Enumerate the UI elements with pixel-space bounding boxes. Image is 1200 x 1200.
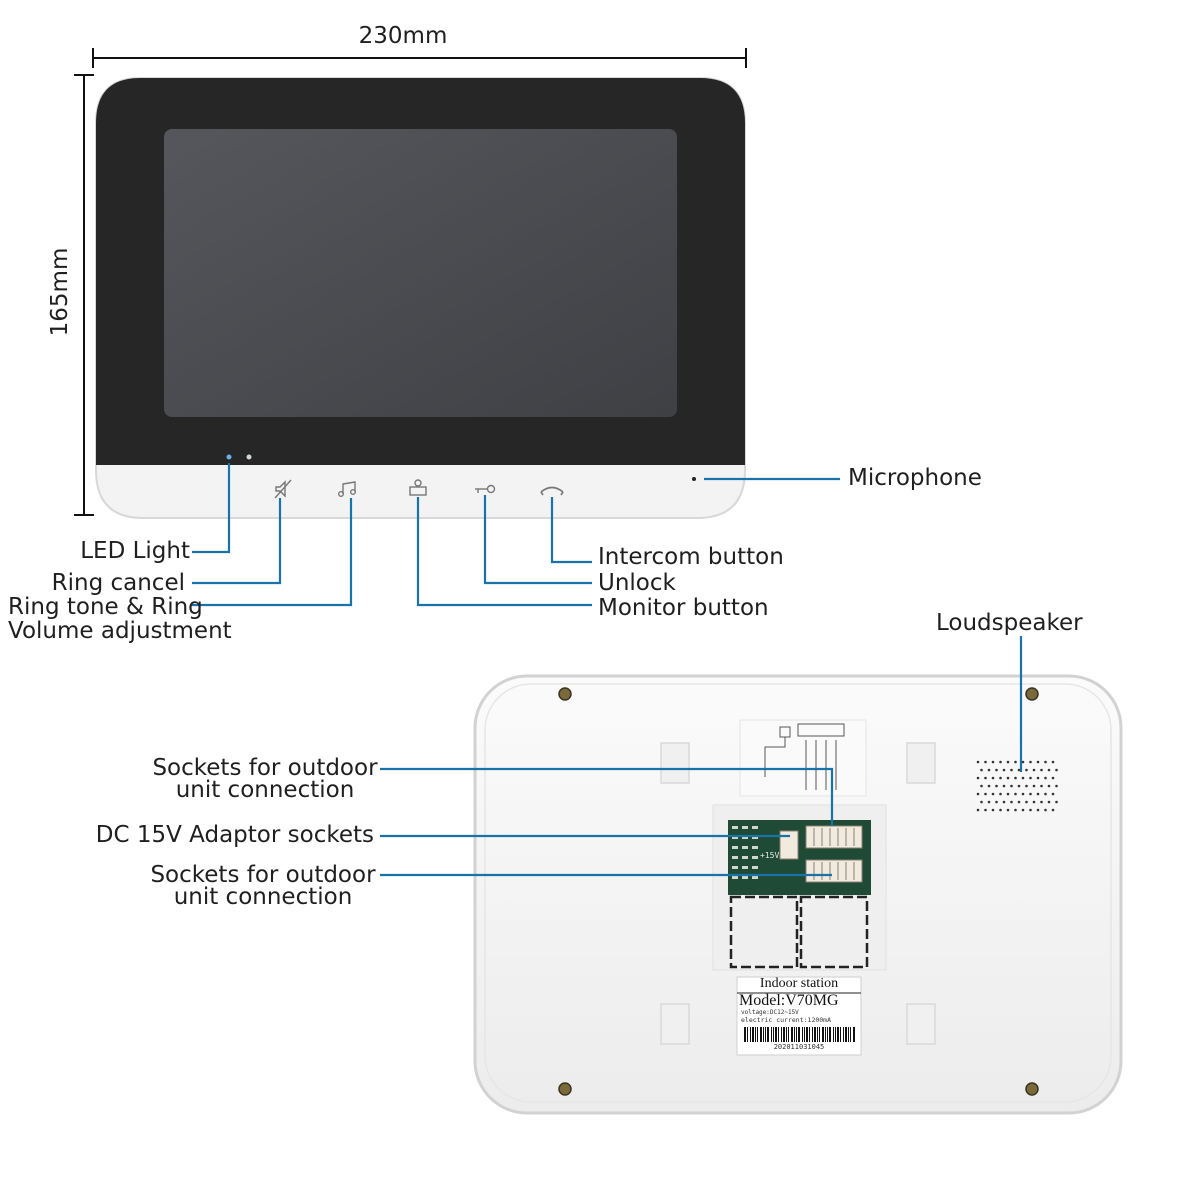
front-callout-lines <box>192 463 840 607</box>
monitor-icon <box>409 479 427 496</box>
back-callout-lines <box>380 636 1023 877</box>
ring-tone-label-line1: Ring tone & Ring <box>8 594 203 620</box>
ring-cancel-icon <box>274 479 292 499</box>
wiring-sticker <box>739 719 867 797</box>
ring-tone-icon <box>338 481 357 498</box>
monitor-button-label: Monitor button <box>598 595 769 621</box>
sticker-voltage: voltage:DC12~15V <box>741 1009 799 1016</box>
sticker-current: electric current:1200mA <box>741 1016 832 1024</box>
outdoor-socket-1-callout <box>380 767 834 826</box>
second-led-dot <box>246 454 252 460</box>
monitor-callout <box>416 497 592 607</box>
ring-cancel-label: Ring cancel <box>51 570 185 596</box>
microphone-label: Microphone <box>848 465 982 491</box>
dc-adaptor-label: DC 15V Adaptor sockets <box>95 822 374 848</box>
ring-tone-callout <box>192 498 353 607</box>
ring-tone-label-line2: Volume adjustment <box>8 618 232 644</box>
led-light-label: LED Light <box>80 538 190 564</box>
intercom-handset-icon <box>540 486 564 496</box>
back-unit <box>473 674 1123 1115</box>
connector-sockets <box>779 825 863 883</box>
sticker-model: Model:V70MG <box>739 992 839 1009</box>
sticker-title: Indoor station <box>759 976 839 991</box>
outdoor-socket-1-label-line2: unit connection <box>175 777 355 803</box>
height-label: 165mm <box>47 247 73 337</box>
front-monitor <box>95 77 746 519</box>
outdoor-socket-2-label-line1: Sockets for outdoor <box>150 862 376 888</box>
unlock-key-icon <box>475 484 496 494</box>
intercom-callout <box>550 497 592 564</box>
height-dimension-line <box>74 74 94 516</box>
board-components <box>732 826 758 879</box>
led-light-callout <box>192 463 231 554</box>
barcode <box>744 1027 855 1042</box>
width-label: 230mm <box>358 23 448 49</box>
screw-icon <box>558 687 1039 1096</box>
outdoor-socket-2-label-line2: unit connection <box>173 884 353 910</box>
microphone-hole <box>692 477 696 481</box>
unlock-label: Unlock <box>598 570 676 596</box>
display-screen <box>164 129 677 417</box>
width-dimension-line <box>92 48 747 68</box>
cable-compartments <box>729 895 869 969</box>
loudspeaker-grille <box>976 760 1058 812</box>
loudspeaker-label: Loudspeaker <box>936 610 1083 636</box>
board-dc-label: +15V <box>760 851 780 860</box>
outdoor-socket-1-label-line1: Sockets for outdoor <box>152 755 378 781</box>
intercom-button-label: Intercom button <box>598 544 784 570</box>
mounting-slots <box>660 742 936 1045</box>
sticker-serial: 202011031045 <box>773 1043 825 1051</box>
unlock-callout <box>483 495 592 585</box>
ring-cancel-callout <box>192 498 282 585</box>
led-light-dot <box>226 454 232 460</box>
